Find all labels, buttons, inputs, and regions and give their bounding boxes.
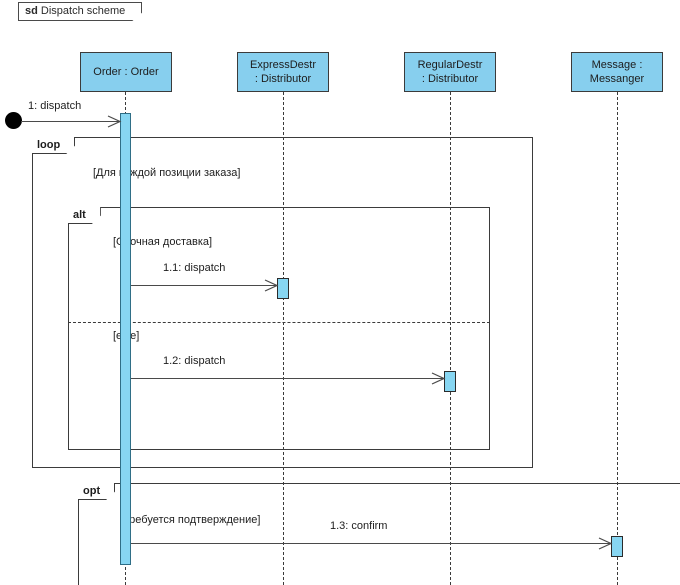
start-node: [5, 112, 22, 129]
fragment-loop-operator: loop: [32, 137, 75, 154]
lifeline-label-messanger-line1: Message :: [591, 59, 643, 71]
lifeline-head-express-destr[interactable]: ExpressDestr : Distributor: [237, 52, 329, 92]
fragment-opt-operator: opt: [78, 483, 115, 500]
message-arrowhead-1-3: [597, 536, 613, 550]
message-label-1-1: 1.1: dispatch: [163, 262, 226, 274]
lifeline-label-express-destr-line1: ExpressDestr: [249, 59, 317, 71]
lifeline-stem-messanger: [617, 92, 618, 585]
lifeline-label-regular-destr-line2: : Distributor: [421, 73, 479, 85]
diagram-title: Dispatch scheme: [40, 5, 126, 17]
fragment-alt-operator: alt: [68, 207, 101, 224]
fragment-alt-guard: [Срочная доставка]: [113, 236, 213, 248]
activation-bar-messanger[interactable]: [611, 536, 623, 557]
message-arrowhead-1-2: [430, 371, 446, 385]
lifeline-label-regular-destr-line1: RegularDestr: [417, 59, 483, 71]
lifeline-label-express-destr-line2: : Distributor: [254, 73, 312, 85]
fragment-loop[interactable]: [32, 137, 533, 468]
message-line-1-3[interactable]: [131, 543, 611, 544]
message-label-1-3: 1.3: confirm: [330, 520, 388, 532]
lifeline-label-order-line1: Order : Order: [93, 66, 159, 78]
message-label-1: 1: dispatch: [28, 100, 82, 112]
lifeline-head-messanger[interactable]: Message : Messanger: [571, 52, 663, 92]
fragment-opt-guard: [Требуется подтверждение]: [120, 514, 261, 526]
activation-bar-regular-destr[interactable]: [444, 371, 456, 392]
diagram-frame-label: sd Dispatch scheme: [18, 2, 142, 21]
fragment-alt-divider: [68, 322, 490, 323]
lifeline-head-order[interactable]: Order : Order: [80, 52, 172, 92]
fragment-opt[interactable]: [78, 483, 680, 585]
message-arrowhead-1-1: [263, 278, 279, 292]
message-line-1[interactable]: [21, 121, 120, 122]
lifeline-stem-express-destr: [283, 92, 284, 585]
message-label-1-2: 1.2: dispatch: [163, 355, 226, 367]
diagram-kind-label: sd: [25, 5, 38, 17]
activation-bar-order[interactable]: [120, 113, 131, 565]
activation-bar-express-destr[interactable]: [277, 278, 289, 299]
message-line-1-2[interactable]: [131, 378, 444, 379]
message-line-1-1[interactable]: [131, 285, 277, 286]
fragment-alt[interactable]: [68, 207, 490, 450]
lifeline-stem-regular-destr: [450, 92, 451, 585]
fragment-loop-guard: [Для каждой позиции заказа]: [93, 167, 241, 179]
lifeline-label-messanger-line2: Messanger: [589, 73, 645, 85]
message-arrowhead-1: [106, 114, 122, 128]
lifeline-head-regular-destr[interactable]: RegularDestr : Distributor: [404, 52, 496, 92]
